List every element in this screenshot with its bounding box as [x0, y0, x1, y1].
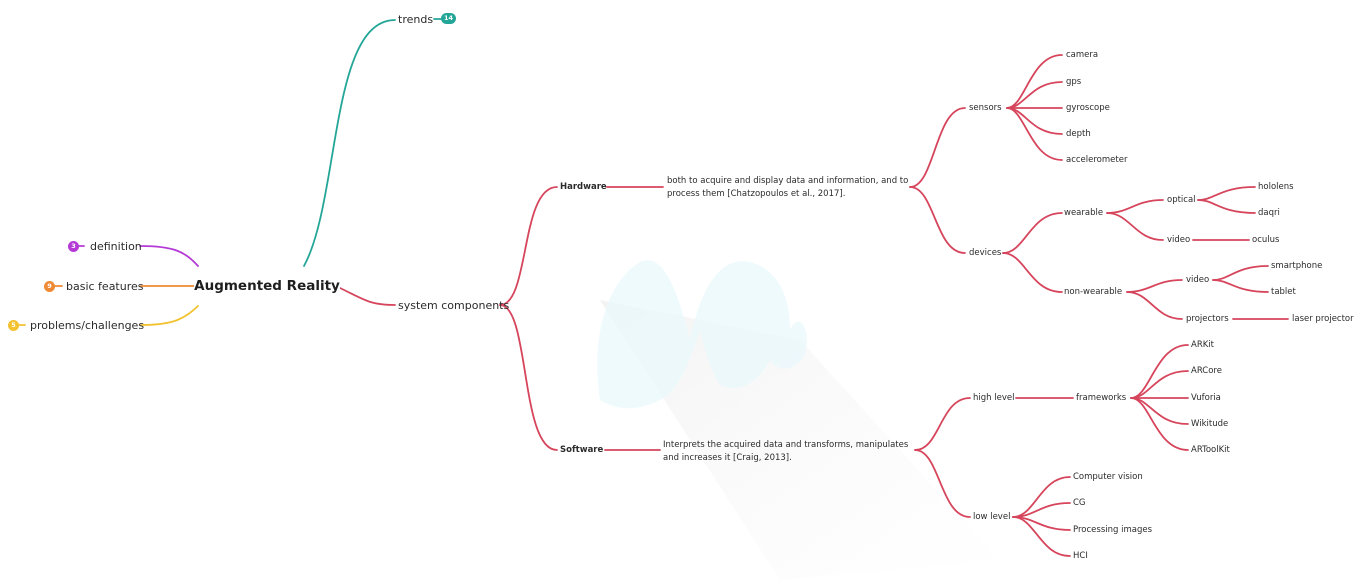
node-high-level[interactable]: high level — [973, 393, 1015, 403]
connector-problems — [140, 305, 199, 326]
node-smartphone[interactable]: smartphone — [1271, 261, 1323, 271]
node-arcore[interactable]: ARCore — [1191, 366, 1222, 376]
root-node[interactable]: Augmented Reality — [194, 268, 340, 304]
node-laser-projector[interactable]: laser projector — [1292, 314, 1354, 324]
software-description-line-2: and increases it [Craig, 2013]. — [663, 453, 792, 463]
node-basic-features[interactable]: basic features — [66, 280, 144, 293]
node-projectors[interactable]: projectors — [1186, 314, 1229, 324]
node-tablet[interactable]: tablet — [1271, 287, 1296, 297]
node-depth[interactable]: depth — [1066, 129, 1091, 139]
software-description-line-1: Interprets the acquired data and transfo… — [663, 440, 909, 450]
node-non-wearable[interactable]: non-wearable — [1064, 287, 1123, 297]
node-computer-vision[interactable]: Computer vision — [1073, 472, 1143, 482]
node-daqri[interactable]: daqri — [1258, 208, 1280, 218]
node-system-components[interactable]: system components — [398, 299, 510, 312]
node-camera[interactable]: camera — [1066, 50, 1099, 60]
root-label: Augmented Reality — [194, 278, 340, 294]
hardware-description-line-2: process them [Chatzopoulos et al., 2017]… — [667, 189, 846, 199]
connector-trends — [303, 19, 396, 267]
node-wikitude[interactable]: Wikitude — [1191, 419, 1229, 429]
node-cg[interactable]: CG — [1073, 498, 1086, 508]
node-arkit[interactable]: ARKit — [1191, 340, 1214, 350]
node-wearable[interactable]: wearable — [1064, 208, 1104, 218]
software-description[interactable]: Interprets the acquired data and transfo… — [663, 439, 908, 465]
definition-count-badge[interactable]: 3 — [68, 241, 79, 252]
node-optical[interactable]: optical — [1167, 195, 1196, 205]
node-hardware[interactable]: Hardware — [560, 182, 607, 192]
node-software[interactable]: Software — [560, 445, 604, 455]
node-oculus[interactable]: oculus — [1252, 235, 1280, 245]
node-frameworks[interactable]: frameworks — [1076, 393, 1127, 403]
node-hci[interactable]: HCI — [1073, 551, 1088, 561]
basic-features-count-badge[interactable]: 9 — [44, 281, 55, 292]
node-sensors[interactable]: sensors — [969, 103, 1002, 113]
node-non-wearable-video[interactable]: video — [1186, 275, 1210, 285]
node-devices[interactable]: devices — [969, 248, 1002, 258]
node-vuforia[interactable]: Vuforia — [1191, 393, 1221, 403]
node-wearable-video[interactable]: video — [1167, 235, 1191, 245]
problems-count-badge[interactable]: 5 — [8, 320, 19, 331]
node-trends[interactable]: trends — [398, 13, 434, 26]
hardware-description[interactable]: both to acquire and display data and inf… — [667, 175, 908, 201]
hardware-description-line-1: both to acquire and display data and inf… — [667, 176, 909, 186]
trends-count-badge[interactable]: 14 — [441, 13, 456, 24]
node-artoolkit[interactable]: ARToolKit — [1191, 445, 1230, 455]
node-gyroscope[interactable]: gyroscope — [1066, 103, 1110, 113]
node-definition[interactable]: definition — [90, 240, 142, 253]
node-accelerometer[interactable]: accelerometer — [1066, 155, 1128, 165]
node-low-level[interactable]: low level — [973, 512, 1011, 522]
node-gps[interactable]: gps — [1066, 77, 1082, 87]
node-hololens[interactable]: hololens — [1258, 182, 1294, 192]
connector-definition — [139, 245, 199, 267]
node-problems-challenges[interactable]: problems/challenges — [30, 319, 145, 332]
node-processing-images[interactable]: Processing images — [1073, 525, 1152, 535]
